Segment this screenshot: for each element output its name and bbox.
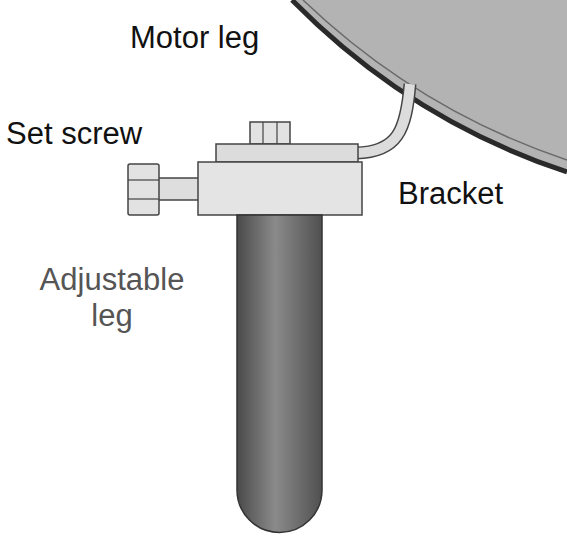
adjustable-leg — [237, 215, 322, 533]
motor-leg-strip — [218, 84, 410, 153]
bracket-bolt — [216, 122, 358, 162]
part-label: Adjustable leg — [22, 262, 202, 333]
set-screw — [128, 164, 200, 215]
bracket-block — [198, 162, 362, 215]
part-label: Motor leg — [130, 20, 259, 56]
part-label: Bracket — [398, 176, 503, 212]
part-label: Set screw — [6, 116, 142, 152]
